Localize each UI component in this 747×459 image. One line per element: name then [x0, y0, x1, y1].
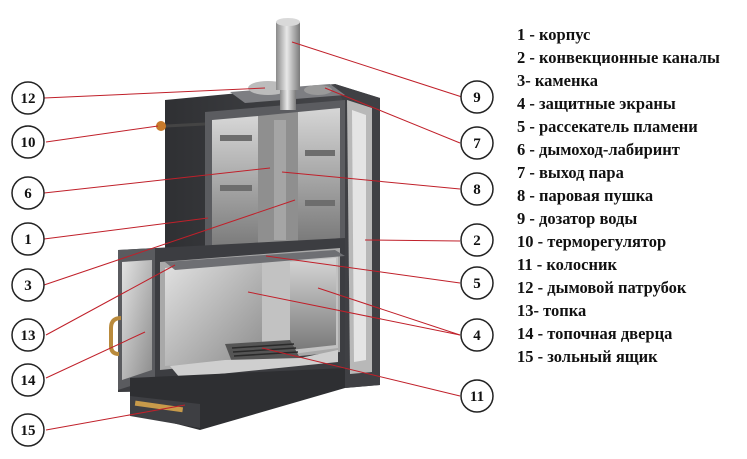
callout-11: 11 — [460, 379, 494, 413]
door-handle — [109, 316, 122, 356]
callout-2: 2 — [460, 223, 494, 257]
legend-item-4: 4 - защитные экраны — [517, 94, 676, 113]
callout-15: 15 — [11, 413, 45, 447]
svg-text:12: 12 — [21, 91, 36, 107]
callout-6: 6 — [11, 176, 45, 210]
legend-item-8: 8 - паровая пушка — [517, 186, 654, 205]
leader-5 — [265, 255, 461, 284]
svg-text:11: 11 — [470, 389, 484, 405]
svg-text:5: 5 — [473, 276, 481, 292]
leader-15 — [45, 404, 186, 431]
callout-3: 3 — [11, 268, 45, 302]
leader-4a — [317, 287, 461, 336]
leader-10 — [45, 125, 159, 143]
svg-text:1: 1 — [24, 232, 32, 248]
svg-text:14: 14 — [21, 373, 37, 389]
leader-lines — [43, 41, 463, 431]
parts-legend: 1 - корпус 2 - конвекционные каналы 3- к… — [517, 23, 745, 368]
callout-7: 7 — [460, 126, 494, 160]
svg-text:2: 2 — [473, 233, 481, 249]
legend-item-5: 5 - рассекатель пламени — [517, 117, 698, 136]
callouts: 12 10 6 1 3 13 14 15 — [11, 80, 494, 447]
heater-inner-wall — [212, 116, 258, 248]
legend-item-7: 7 - выход пара — [517, 163, 624, 182]
thermostat-knob — [156, 121, 166, 131]
callout-1: 1 — [11, 222, 45, 256]
leader-4b — [247, 291, 461, 336]
legend-item-11: 11 - колосник — [517, 255, 618, 274]
leader-11 — [261, 347, 461, 397]
svg-text:10: 10 — [21, 135, 36, 151]
leader-7 — [324, 87, 461, 144]
stove-illustration — [109, 18, 380, 430]
legend-item-14: 14 - топочная дверца — [517, 324, 673, 343]
svg-text:8: 8 — [473, 182, 481, 198]
leader-8 — [281, 171, 461, 190]
callout-12: 12 — [11, 81, 45, 115]
legend-item-13: 13- топка — [517, 301, 587, 320]
water-dispenser — [276, 22, 300, 90]
callout-13: 13 — [11, 318, 45, 352]
callout-8: 8 — [460, 172, 494, 206]
callout-10: 10 — [11, 125, 45, 159]
callout-9: 9 — [460, 80, 494, 114]
callout-5: 5 — [460, 266, 494, 300]
protective-screen — [290, 258, 336, 350]
legend-item-9: 9 - дозатор воды — [517, 209, 638, 228]
ash-box-handle — [134, 400, 184, 413]
legend-item-15: 15 - зольный ящик — [517, 347, 658, 366]
legend-item-12: 12 - дымовой патрубок — [517, 278, 687, 297]
callout-14: 14 — [11, 363, 45, 397]
flame-diffuser — [165, 250, 345, 270]
svg-text:13: 13 — [21, 328, 36, 344]
svg-text:6: 6 — [24, 186, 32, 202]
legend-item-1: 1 - корпус — [517, 25, 591, 44]
svg-text:4: 4 — [473, 328, 481, 344]
svg-text:3: 3 — [24, 278, 32, 294]
svg-text:15: 15 — [21, 423, 36, 439]
leader-3 — [43, 199, 296, 286]
leader-12 — [43, 87, 266, 99]
svg-text:9: 9 — [473, 90, 481, 106]
leader-2 — [364, 239, 461, 242]
legend-item-6: 6 - дымоход-лабиринт — [517, 140, 680, 159]
svg-text:7: 7 — [473, 136, 481, 152]
callout-4: 4 — [460, 318, 494, 352]
leader-6 — [43, 167, 271, 194]
leader-1 — [43, 217, 209, 240]
legend-item-3: 3- каменка — [517, 71, 598, 90]
legend-item-10: 10 - терморегулятор — [517, 232, 667, 251]
leader-14 — [45, 331, 146, 379]
leader-13 — [45, 264, 176, 336]
leader-9 — [291, 41, 463, 98]
legend-item-2: 2 - конвекционные каналы — [517, 48, 720, 67]
